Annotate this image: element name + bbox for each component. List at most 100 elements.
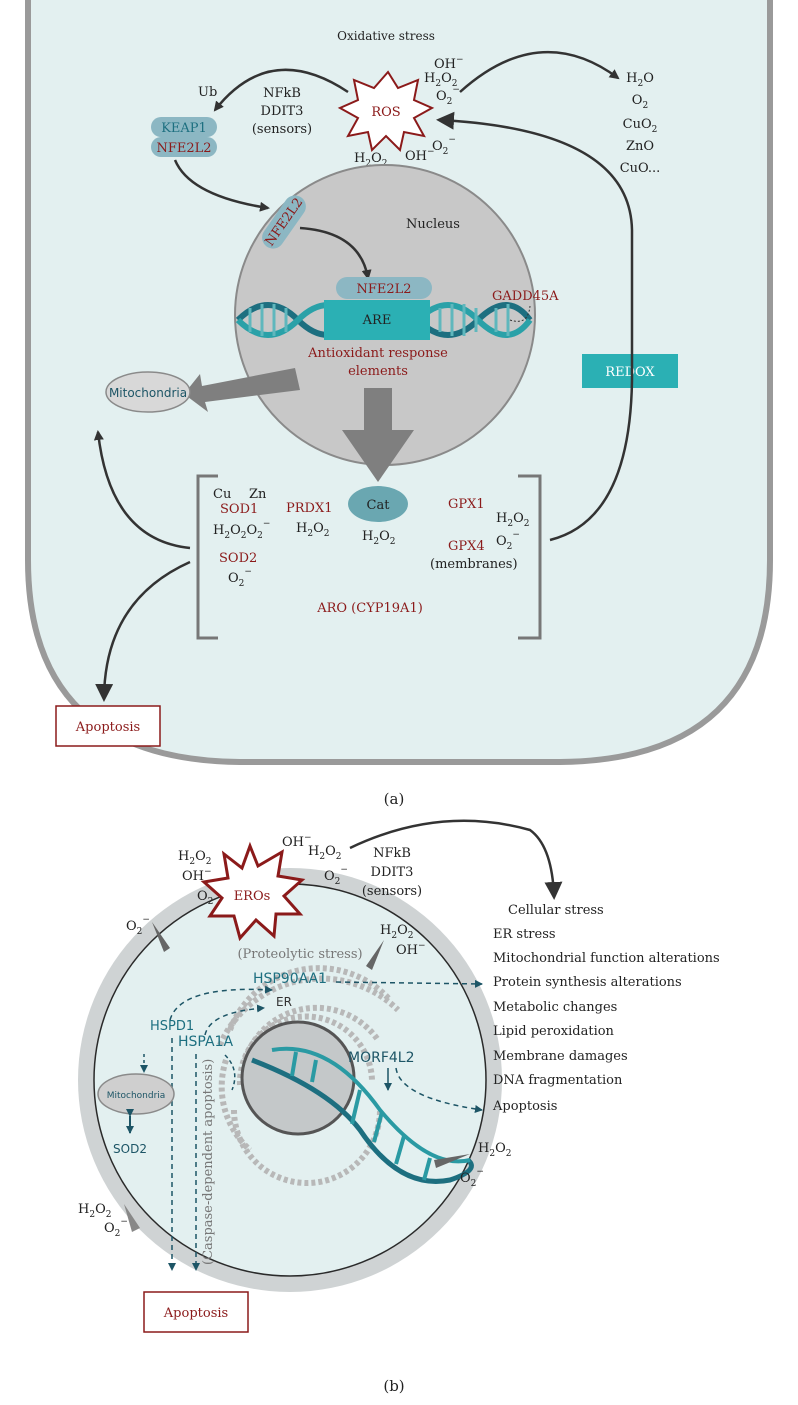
bracket-right <box>518 474 542 640</box>
ros-label: ROS <box>371 105 400 120</box>
h2o2-top: H2O2 <box>424 71 457 89</box>
hspa1a-label: HSPA1A <box>178 1034 233 1050</box>
eros-h2o2-top: H2O2 <box>308 844 341 862</box>
sensor-ddit3: DDIT3 <box>261 104 304 119</box>
nfe2l2-label: NFE2L2 <box>156 141 211 156</box>
stress-item-0: Cellular stress <box>508 903 604 918</box>
sod2-b-label: SOD2 <box>113 1142 147 1156</box>
bracket-left <box>196 474 218 640</box>
apoptosis-box-b <box>143 1291 249 1333</box>
are-text-1: Antioxidant response <box>307 346 448 361</box>
enzymes-to-apoptosis-arrow <box>95 560 191 702</box>
nucleus-label: Nucleus <box>406 217 460 232</box>
o2-channel-bottom-left: O2− <box>104 1217 128 1239</box>
sod1-label: SOD1 <box>220 502 258 517</box>
cellular-stress-list: Cellular stress ER stress Mitochondrial … <box>492 903 720 1114</box>
hspd1-to-er-arrow <box>169 985 273 1021</box>
panel-a-label: (a) <box>384 790 405 808</box>
eros-to-stress-arrow <box>349 819 563 900</box>
stress-item-2: Mitochondrial function alterations <box>493 951 720 966</box>
panel-a: Oxidative stress ROS OH− H2O2 O2− H2O2 O… <box>25 0 773 808</box>
nucleus-to-mito-arrow <box>184 368 300 412</box>
morf4l2-to-apoptosis-arrow <box>395 1067 483 1113</box>
apoptosis-box-a <box>55 705 161 747</box>
hsp90aa1-label: HSP90AA1 <box>253 971 327 987</box>
gadd45a-label: GADD45A <box>492 289 559 304</box>
stress-item-5: Lipid peroxidation <box>493 1024 615 1039</box>
sensor-b-label: (sensors) <box>362 884 422 899</box>
h2o2-channel-bottom-left: H2O2 <box>78 1202 111 1220</box>
mitochondria-a-label: Mitochondria <box>109 386 187 400</box>
nucleus-to-enzymes-arrow <box>342 388 414 482</box>
redox-box <box>582 354 678 388</box>
sod2-label: SOD2 <box>219 551 257 566</box>
mitochondria-b <box>97 1073 175 1115</box>
ros-to-keap1-arrow <box>213 68 349 112</box>
redox-feedback-arrow <box>436 111 634 542</box>
prdx1-substrate: H2O2 <box>296 521 329 539</box>
proteolytic-stress-label: (Proteolytic stress) <box>237 947 362 962</box>
hspa1a-to-er-arrow <box>204 1004 265 1036</box>
hsp90-to-stress-arrow <box>335 979 483 988</box>
enzymes-to-mito-arrow <box>93 430 191 550</box>
eros-h2o2-left: H2O2 <box>178 849 211 867</box>
hspd1-label: HSPD1 <box>150 1019 194 1034</box>
ros-starburst <box>337 70 435 152</box>
sensor-b-nfkb: NFkB <box>373 846 411 861</box>
keap1-to-nfe2l2-arrow <box>173 159 270 212</box>
nfe2l2-protein <box>151 137 217 157</box>
oxidative-stress-label: Oxidative stress <box>337 29 435 43</box>
are-text-2: elements <box>348 364 408 379</box>
panel-b: EROs H2O2 OH− O2 OH− H2O2 O2− NFkB DDIT3… <box>78 819 720 1395</box>
stress-item-6: Membrane damages <box>493 1049 628 1064</box>
stress-item-1: ER stress <box>493 927 556 942</box>
are-box <box>324 300 430 340</box>
channel-top-right <box>366 940 384 970</box>
gpx-substrate-h2o2: H2O2 <box>496 511 529 529</box>
apoptosis-b-label: Apoptosis <box>163 1306 228 1321</box>
caspase-label: (Caspase-dependent apoptosis) <box>201 1059 216 1265</box>
oh-top: OH− <box>434 55 464 72</box>
output-cuo: CuO... <box>620 161 661 176</box>
h2o2-channel-top-right: H2O2 <box>380 923 413 941</box>
mitochondria-b-label: Mitochondria <box>107 1091 166 1101</box>
morf4l2-label: MORF4L2 <box>348 1050 415 1066</box>
redox-label: REDOX <box>605 365 655 380</box>
nfe2l2-on-dna-label: NFE2L2 <box>356 282 411 297</box>
cat-enzyme <box>348 486 408 522</box>
eros-starburst <box>200 841 306 942</box>
h2o2-channel-right: H2O2 <box>478 1141 511 1159</box>
er-label: ER <box>276 995 292 1009</box>
mitochondria-a <box>105 371 191 413</box>
stress-item-7: DNA fragmentation <box>493 1073 623 1088</box>
apoptosis-a-label: Apoptosis <box>75 720 140 735</box>
are-label: ARE <box>362 313 392 328</box>
nfe2l2-on-dna <box>336 277 432 299</box>
hspa1a-loop <box>224 1054 236 1091</box>
output-cuo2: CuO2 <box>623 117 658 135</box>
aro-label: ARO (CYP19A1) <box>316 601 423 616</box>
prdx1-label: PRDX1 <box>286 501 332 516</box>
ros-to-outputs-arrow <box>459 50 620 93</box>
stress-item-8: Apoptosis <box>492 1099 557 1114</box>
membranes-label: (membranes) <box>430 557 518 572</box>
cat-label: Cat <box>367 498 391 513</box>
cat-substrate: H2O2 <box>362 529 395 547</box>
gpx4-label: GPX4 <box>448 539 485 554</box>
channel-top-left <box>152 922 170 952</box>
gpx1-label: GPX1 <box>448 497 485 512</box>
eros-label: EROs <box>234 889 271 904</box>
channel-right <box>434 1154 470 1168</box>
channel-bottom-left <box>124 1204 140 1232</box>
stress-item-4: Metabolic changes <box>493 1000 617 1015</box>
keap1-label: KEAP1 <box>161 121 207 136</box>
keap1-protein <box>151 117 217 137</box>
cu-label: Cu <box>213 487 231 502</box>
sensor-label: (sensors) <box>252 122 312 137</box>
zn-label: Zn <box>249 487 267 502</box>
ros-outputs: H2O O2 CuO2 ZnO CuO... <box>620 71 661 176</box>
output-zno: ZnO <box>626 139 654 154</box>
nfe2l2-to-dna-arrow <box>299 226 372 280</box>
panel-b-label: (b) <box>383 1377 404 1395</box>
